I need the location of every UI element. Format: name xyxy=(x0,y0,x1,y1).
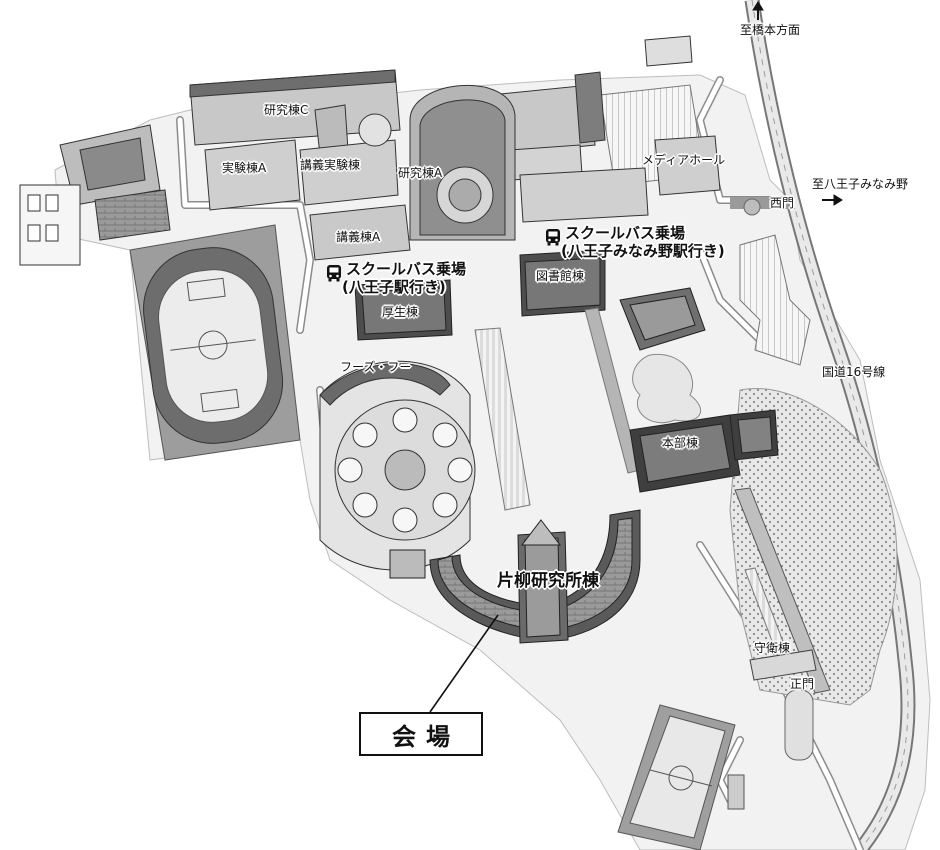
label-research-a: 研究棟A xyxy=(398,166,443,180)
bus-stop-title: スクールバス乗場 xyxy=(565,224,686,242)
bus-stop-destination: (八王子みなみ野駅行き) xyxy=(561,242,725,260)
pond xyxy=(632,353,702,424)
label-library: 図書館棟 xyxy=(536,269,585,283)
katayanagi-building-shape xyxy=(389,509,641,644)
athletic-field xyxy=(129,224,301,461)
bus-stop-title: スクールバス乗場 xyxy=(346,260,467,278)
label-west-gate: 西門 xyxy=(770,196,795,210)
venue-callout: 会場 xyxy=(359,712,483,756)
label-research-c: 研究棟C xyxy=(264,103,309,117)
buildings-north xyxy=(19,35,721,266)
headquarters-building xyxy=(629,409,779,493)
label-route-16: 国道16号線 xyxy=(822,365,886,379)
west-gate-road xyxy=(730,197,795,216)
label-media-hall: メディアホール xyxy=(642,153,726,167)
research-tower-a xyxy=(409,84,516,241)
bus-stop-destination: (八王子駅行き) xyxy=(342,278,446,296)
label-to-hashimoto: 至橋本方面 xyxy=(740,23,801,37)
label-lecture-lab: 講義実験棟 xyxy=(300,158,361,172)
bus-icon xyxy=(546,229,560,246)
label-to-minamino: 至八王子みなみ野 xyxy=(812,177,909,191)
buildings-center xyxy=(354,249,706,351)
food-court-plaza xyxy=(319,360,476,571)
gate-walkway xyxy=(734,487,831,694)
soccer-field xyxy=(617,704,745,850)
label-main-gate: 正門 xyxy=(790,677,815,691)
bus-icon xyxy=(327,265,341,282)
label-katayanagi: 片柳研究所棟 xyxy=(497,571,599,591)
venue-label: 会場 xyxy=(392,722,460,751)
label-food-court: フーズ・フー xyxy=(340,360,412,374)
label-lab-a: 実験棟A xyxy=(222,161,267,175)
arrow-icon xyxy=(752,1,843,206)
label-welfare: 厚生棟 xyxy=(382,305,419,319)
label-lecture-a: 講義棟A xyxy=(336,230,381,244)
label-headquarters: 本部棟 xyxy=(662,436,699,450)
label-guard-house: 守衛棟 xyxy=(754,641,791,655)
venue-leader-line xyxy=(429,614,499,713)
